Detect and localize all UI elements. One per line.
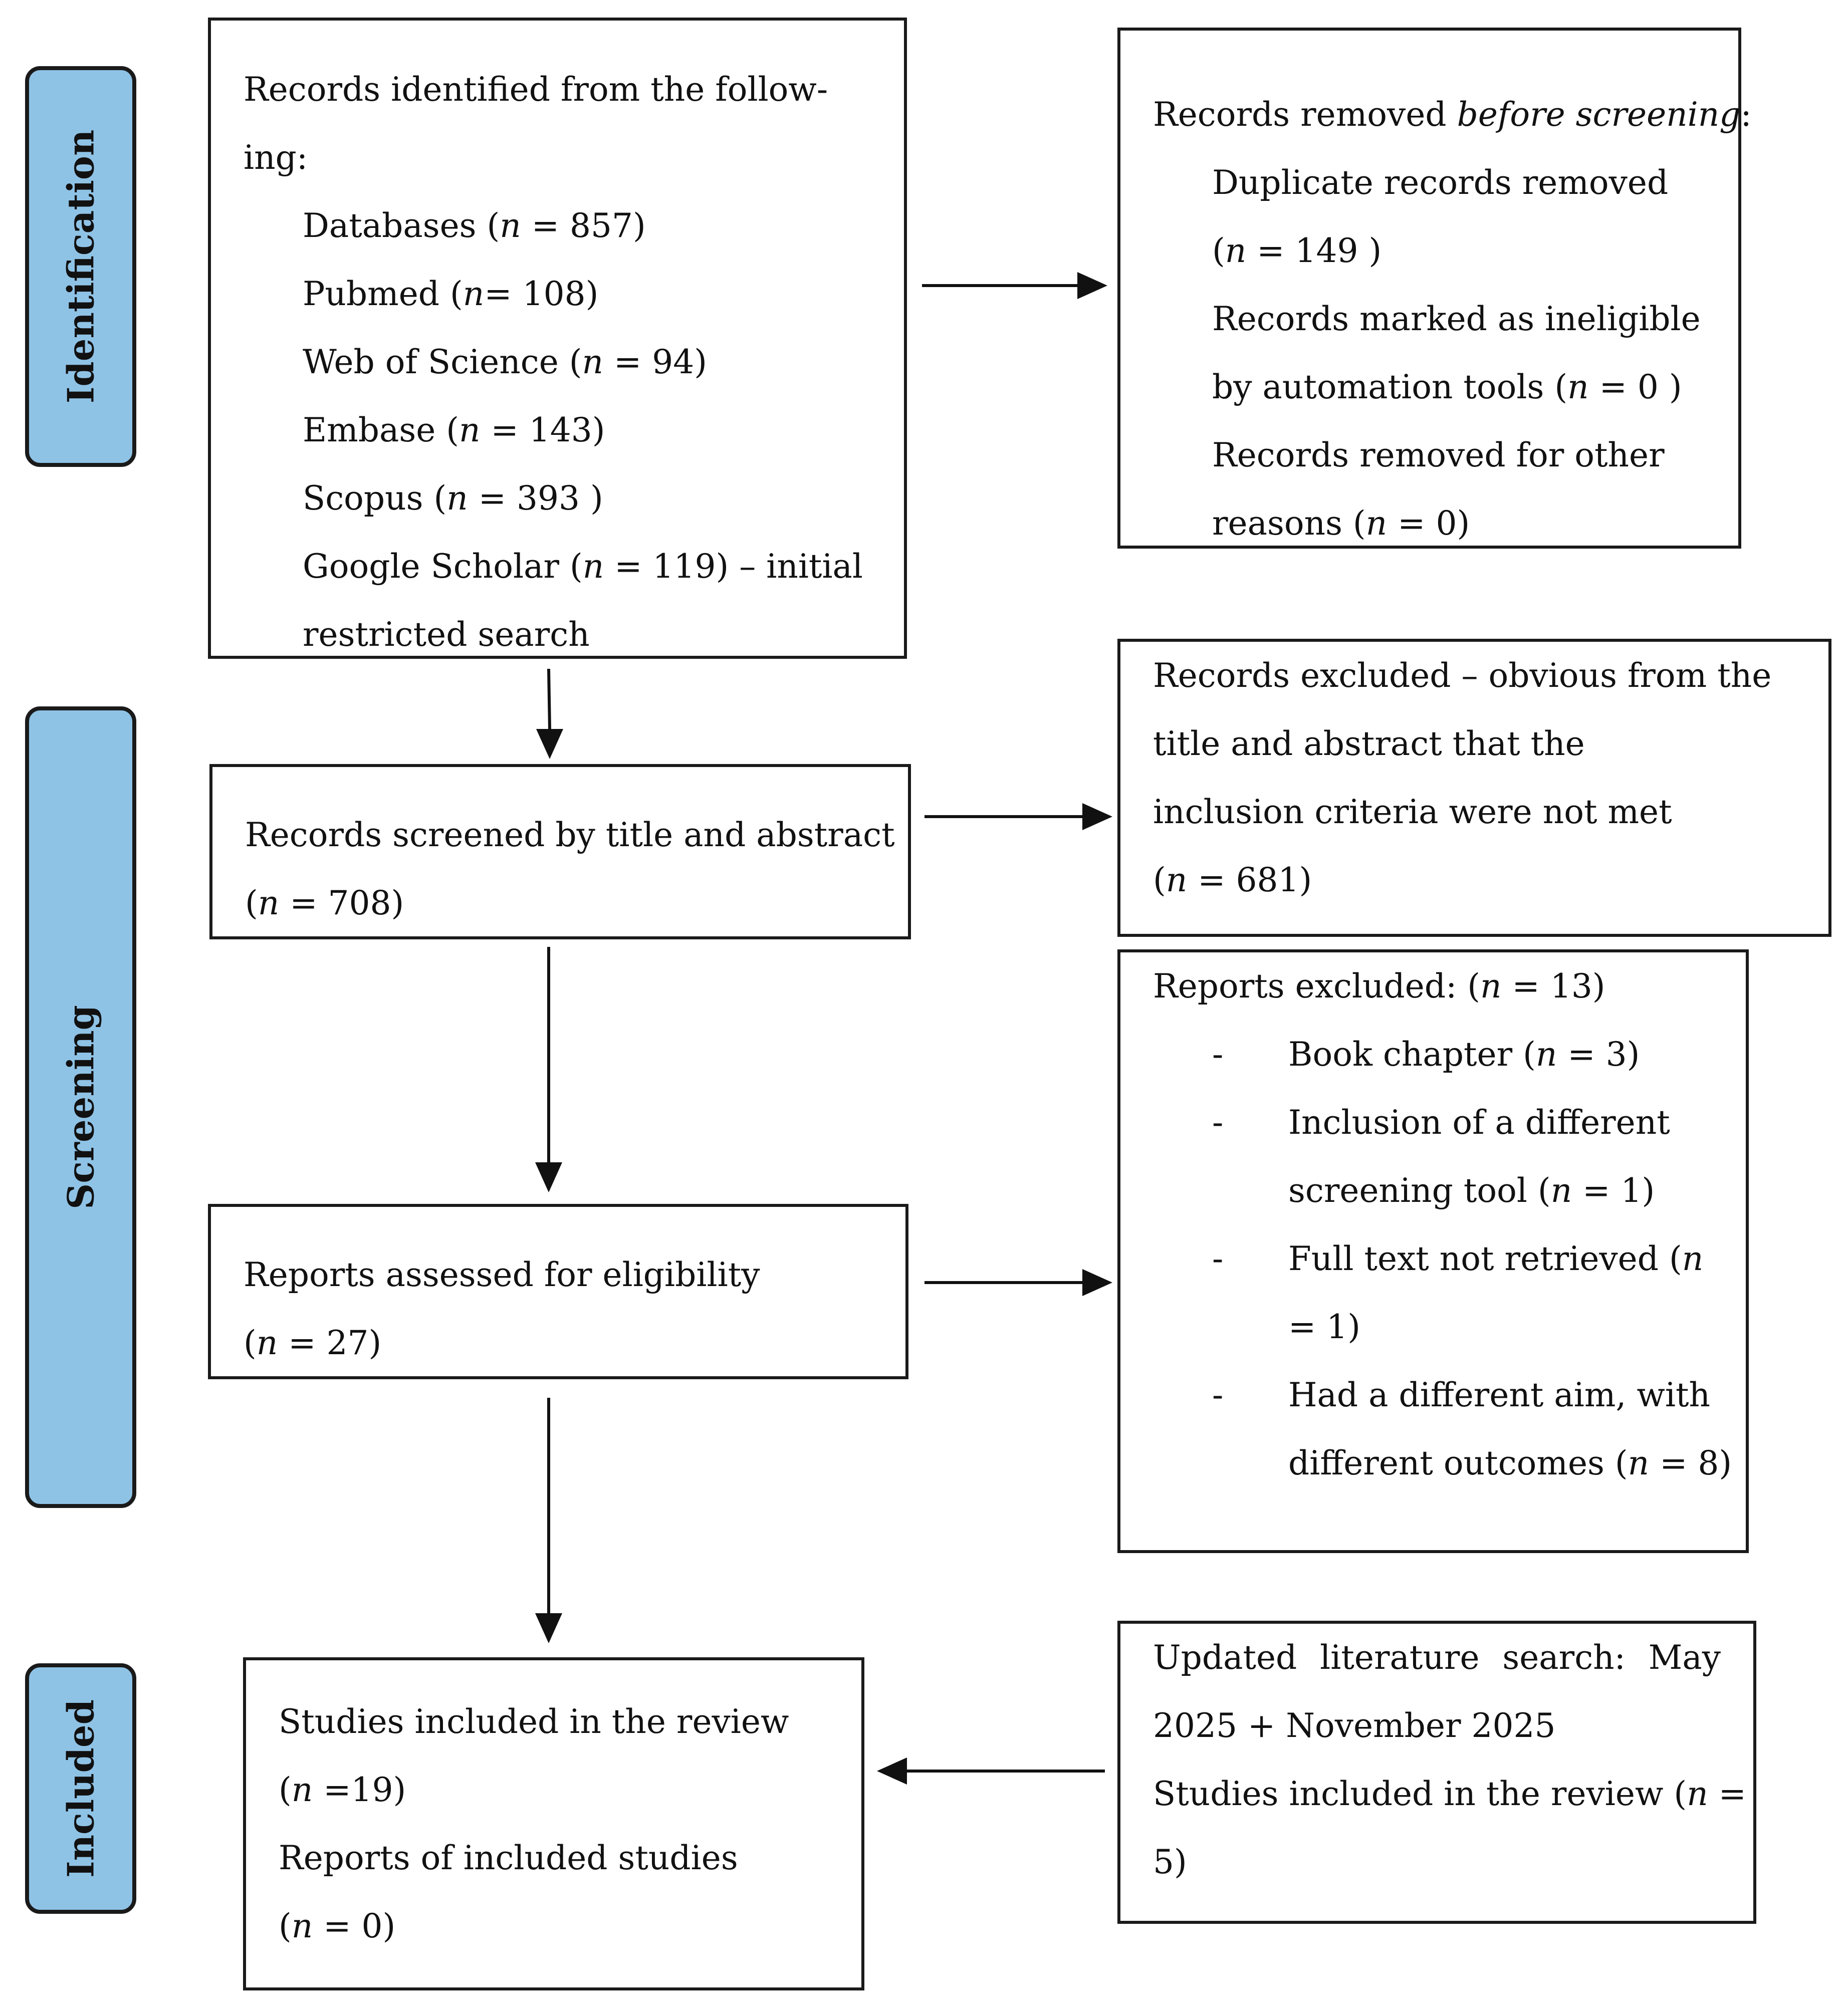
updated-line2: 2025 + November 2025: [1153, 1706, 1556, 1745]
removed-dup-1: Duplicate records removed: [1212, 163, 1669, 202]
included-line1: Studies included in the review: [279, 1702, 789, 1741]
assessed-line1: Reports assessed for eligibility: [244, 1255, 760, 1294]
arrowhead-screened-to-assessed: [535, 1162, 562, 1192]
updated-line3: Studies included in the review (n =: [1153, 1775, 1746, 1813]
removed-other-1: Records removed for other: [1212, 436, 1665, 474]
removed-dup-2: (n = 149 ): [1212, 231, 1382, 270]
excluded-line2: title and abstract that the: [1153, 724, 1585, 763]
arrowhead-identified-to-removed: [1077, 272, 1107, 299]
excluded-line3: inclusion criteria were not met: [1153, 793, 1672, 831]
identified-line2: ing:: [244, 138, 308, 177]
reports-excluded-title: Reports excluded: (n = 13): [1153, 967, 1605, 1006]
reports-assessed-box: Reports assessed for eligibility (n = 27…: [208, 1204, 908, 1379]
reason-book-chapter: -Book chapter (n = 3): [1212, 1035, 1640, 1074]
studies-included-box: Studies included in the review (n =19) R…: [243, 1657, 864, 1990]
removed-inel-2: by automation tools (n = 0 ): [1212, 368, 1682, 406]
included-count2: (n = 0): [279, 1907, 396, 1945]
excluded-line1: Records excluded – obvious from the: [1153, 656, 1772, 695]
arrowhead-updated-to-included: [877, 1757, 907, 1785]
source-web-of-science: Web of Science (n = 94): [303, 343, 708, 381]
records-identified-box: Records identified from the follow- ing:…: [208, 18, 907, 659]
arrow-identified-to-screened: [547, 668, 551, 729]
identified-last-line: restricted search: [303, 615, 590, 654]
source-embase: Embase (n = 143): [303, 411, 605, 449]
included-line3: Reports of included studies: [279, 1839, 738, 1877]
reports-excluded-box: Reports excluded: (n = 13) -Book chapter…: [1117, 949, 1749, 1553]
screened-line1: Records screened by title and abstract: [245, 816, 895, 854]
removed-other-2: reasons (n = 0): [1212, 504, 1470, 543]
phase-included: Included: [25, 1663, 136, 1914]
removed-title: Records removed before screening:: [1153, 95, 1752, 134]
records-excluded-box: Records excluded – obvious from the titl…: [1117, 639, 1831, 937]
source-pubmed: Pubmed (n= 108): [303, 275, 599, 313]
arrowhead-assessed-to-included: [535, 1613, 562, 1643]
reason-full-text: -Full text not retrieved (n= 1): [1212, 1239, 1704, 1346]
arrowhead-screened-to-excluded: [1082, 803, 1112, 830]
identified-line1: Records identified from the follow-: [244, 70, 828, 109]
updated-line4: 5): [1153, 1843, 1187, 1881]
arrowhead-assessed-to-reports-excluded: [1082, 1269, 1112, 1296]
source-google-scholar: Google Scholar (n = 119) – initial: [303, 547, 863, 586]
phase-identification: Identification: [25, 66, 136, 467]
assessed-count: (n = 27): [244, 1324, 382, 1362]
removed-inel-1: Records marked as ineligible: [1212, 300, 1701, 338]
records-screened-box: Records screened by title and abstract (…: [209, 764, 911, 939]
screened-count: (n = 708): [245, 884, 404, 922]
included-count1: (n =19): [279, 1771, 406, 1809]
source-databases: Databases (n = 857): [303, 206, 646, 245]
arrowhead-identified-to-screened: [536, 729, 563, 759]
phase-screening: Screening: [25, 706, 136, 1508]
source-scopus: Scopus (n = 393 ): [303, 479, 603, 518]
excluded-count: (n = 681): [1153, 861, 1312, 899]
records-removed-box: Records removed before screening: Duplic…: [1117, 28, 1752, 549]
